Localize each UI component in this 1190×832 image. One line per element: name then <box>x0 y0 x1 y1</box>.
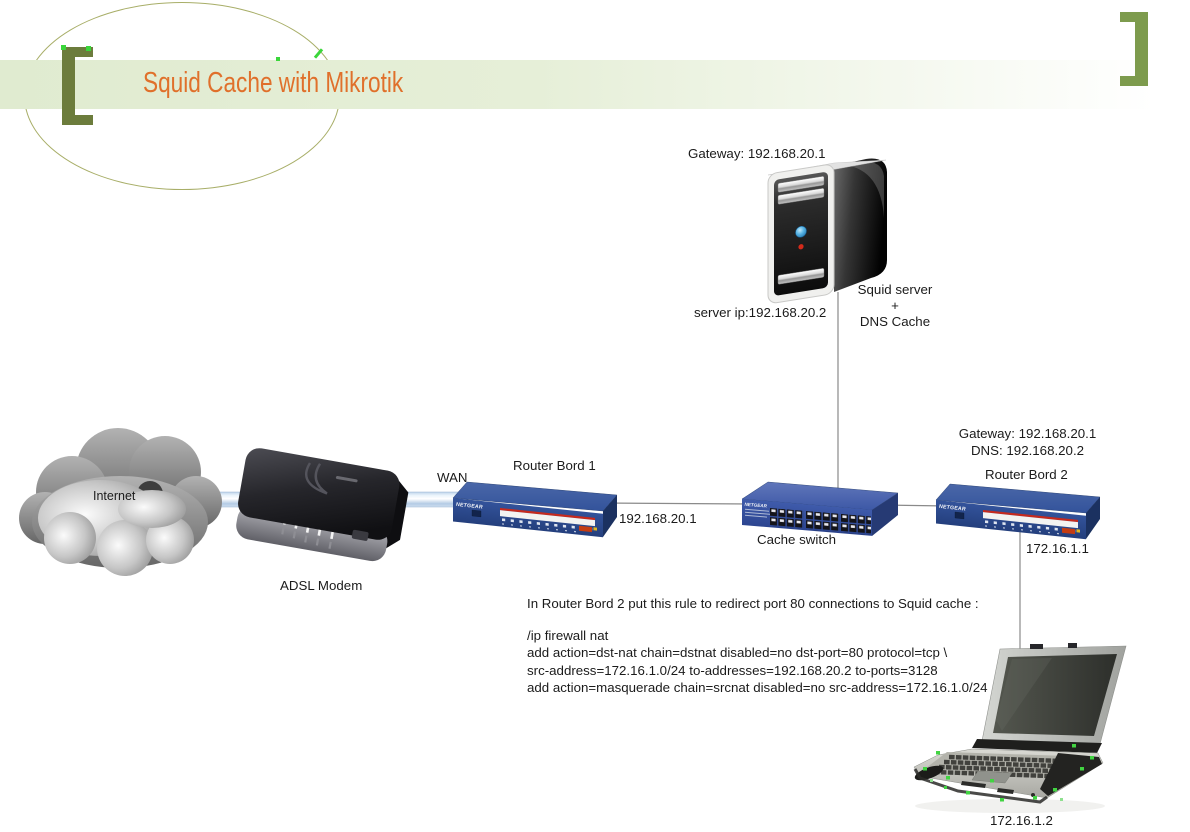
page-title: Squid Cache with Mikrotik <box>143 67 404 99</box>
server-role-line1: Squid server <box>857 282 933 297</box>
note-command-line: add action=dst-nat chain=dstnat disabled… <box>527 645 948 661</box>
router1-name-label: Router Bord 1 <box>513 458 596 473</box>
server-led-icon <box>798 244 804 250</box>
laptop-touchpad <box>971 770 1013 784</box>
server-ip-label: server ip:192.168.20.2 <box>694 305 827 320</box>
internet-cloud-icon <box>19 428 222 576</box>
artifact-dot <box>276 57 280 61</box>
router1-ip-label: 192.168.20.1 <box>619 511 697 526</box>
note-command-line: src-address=172.16.1.0/24 to-addresses=1… <box>527 662 938 678</box>
artifact-dot <box>86 46 91 51</box>
cache-switch-icon: NETGEAR <box>741 481 899 536</box>
adsl-modem-icon <box>236 448 409 562</box>
wan-label: WAN <box>437 470 468 485</box>
switch-ports <box>806 510 840 533</box>
router2-config-label: Gateway: 192.168.20.1 DNS: 192.168.20.2 <box>930 425 1125 459</box>
left-bracket-icon <box>62 47 93 125</box>
note-intro: In Router Bord 2 put this rule to redire… <box>527 596 979 611</box>
header-banner <box>0 60 1190 109</box>
server-drive-bay <box>777 268 825 285</box>
note-command-line: /ip firewall nat <box>527 628 609 643</box>
server-gateway-label: Gateway: 192.168.20.1 <box>688 146 826 161</box>
router2-dns-label: DNS: 192.168.20.2 <box>970 443 1085 458</box>
server-role-line2: + <box>891 298 899 313</box>
note-command-line: add action=masquerade chain=srcnat disab… <box>527 680 988 696</box>
laptop-icon <box>913 643 1127 813</box>
switch-brand-logo: NETGEAR <box>745 502 768 509</box>
switch-label-lines <box>745 508 771 518</box>
switch-ports <box>770 507 804 530</box>
laptop-artifact-speckles <box>923 744 1094 802</box>
server-icon <box>767 158 887 304</box>
server-role-line3: DNS Cache <box>859 314 931 329</box>
router2-ip-label: 172.16.1.1 <box>1026 541 1089 556</box>
router2-gateway-label: Gateway: 192.168.20.1 <box>958 426 1097 441</box>
router2-brand-logo: NETGEAR <box>939 504 966 513</box>
internet-label: Internet <box>93 489 136 503</box>
adsl-modem-label: ADSL Modem <box>280 578 363 593</box>
artifact-dot <box>61 45 66 50</box>
server-drive-bay <box>777 176 825 193</box>
router1-icon: NETGEAR <box>452 481 618 538</box>
router2-icon: NETGEAR <box>935 483 1101 540</box>
modem-logo <box>335 476 358 483</box>
server-drive-bay <box>777 188 825 205</box>
note-commands: /ip firewall nat add action=dst-nat chai… <box>527 627 988 697</box>
modem-swoosh <box>305 462 328 495</box>
server-power-button-icon <box>795 225 807 238</box>
laptop-ip-label: 172.16.1.2 <box>990 813 1053 828</box>
server-role-label: Squid server + DNS Cache <box>845 282 945 330</box>
laptop-hinge <box>972 739 1102 753</box>
laptop-screen <box>993 654 1117 736</box>
switch-ports <box>841 513 871 535</box>
right-bracket-icon <box>1120 12 1148 86</box>
cache-switch-label: Cache switch <box>757 532 837 547</box>
modem-port <box>351 529 369 541</box>
router1-brand-logo: NETGEAR <box>456 502 483 511</box>
router2-name-label: Router Bord 2 <box>985 467 1068 482</box>
link-router1-switch <box>599 502 753 505</box>
